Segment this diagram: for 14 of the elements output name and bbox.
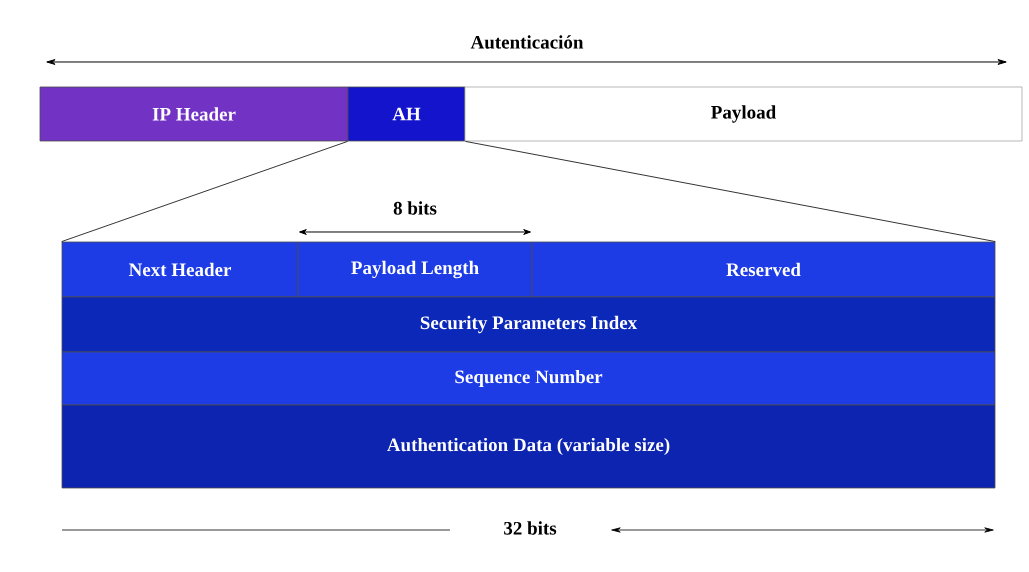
header-field: Reserved — [531, 241, 996, 298]
header-field: Sequence Number — [61, 351, 996, 406]
header-field: AH — [347, 86, 466, 142]
header-field: Next Header — [61, 241, 299, 298]
dimension-label: 8 bits — [393, 201, 437, 215]
header-field: Security Parameters Index — [61, 296, 996, 353]
header-field: Authentication Data (variable size) — [61, 404, 996, 489]
header-field: IP Header — [39, 86, 349, 142]
connector-line — [61, 141, 348, 242]
payload-field: Payload — [464, 86, 1023, 142]
header-field: Payload Length — [297, 241, 533, 298]
dimension-label: Autenticación — [470, 35, 584, 49]
connector-line — [465, 141, 996, 242]
dimension-label: 32 bits — [504, 521, 557, 535]
